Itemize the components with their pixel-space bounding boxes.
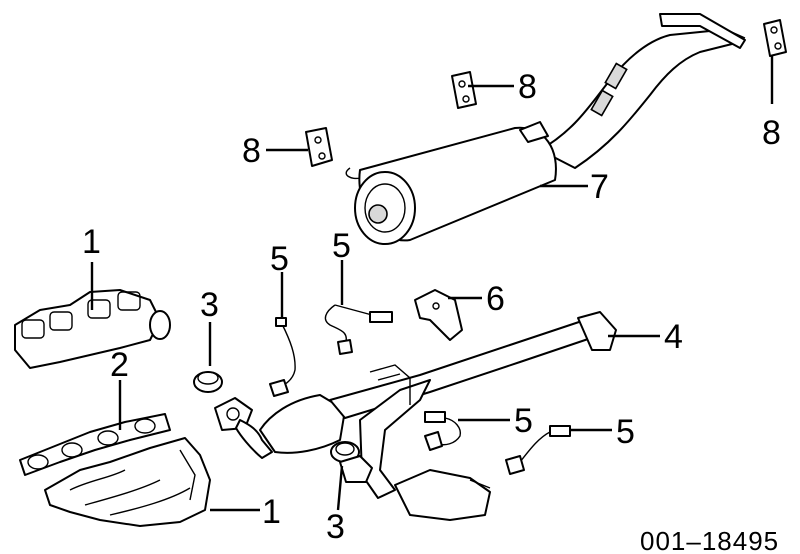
callout-1-lower-manifold: 1 (262, 493, 281, 531)
hanger-bracket-left (305, 127, 333, 167)
muffler-assembly (345, 13, 746, 245)
leader-lines (90, 56, 774, 512)
pipe-seal-lower (330, 441, 360, 463)
callout-8-hanger-right: 8 (762, 114, 781, 152)
callout-8-hanger-center: 8 (518, 68, 537, 106)
exhaust-manifold-lower (44, 437, 211, 527)
manifold-gasket (19, 413, 171, 476)
pipe-bracket (414, 289, 463, 341)
reference-code: 001–18495 (640, 526, 779, 554)
callout-5-sensor-d: 5 (616, 413, 635, 451)
callout-1-upper-manifold: 1 (82, 223, 101, 261)
callout-8-hanger-left: 8 (242, 132, 261, 170)
hanger-bracket-right (763, 19, 787, 57)
callout-labels: 1 1 2 3 3 4 5 5 5 5 6 7 8 8 8 (82, 68, 781, 546)
callout-6-bracket: 6 (486, 280, 505, 318)
exhaust-manifold-upper (14, 289, 171, 369)
oxygen-sensor-b (324, 304, 393, 355)
oxygen-sensor-d (505, 425, 571, 475)
callout-7-muffler: 7 (590, 168, 609, 206)
callout-5-sensor-b: 5 (332, 227, 351, 265)
hanger-bracket-center (451, 71, 477, 109)
callout-4-front-pipe: 4 (664, 318, 683, 356)
oxygen-sensor-c (424, 411, 462, 451)
pipe-seal-upper (193, 371, 223, 393)
callout-5-sensor-c: 5 (514, 402, 533, 440)
callout-2-gasket: 2 (110, 346, 129, 384)
front-exhaust-pipe (214, 311, 617, 521)
callout-5-sensor-a: 5 (270, 240, 289, 278)
callout-3-lower-seal: 3 (326, 508, 345, 546)
oxygen-sensor-a (269, 317, 296, 397)
callout-3-upper-seal: 3 (200, 286, 219, 324)
